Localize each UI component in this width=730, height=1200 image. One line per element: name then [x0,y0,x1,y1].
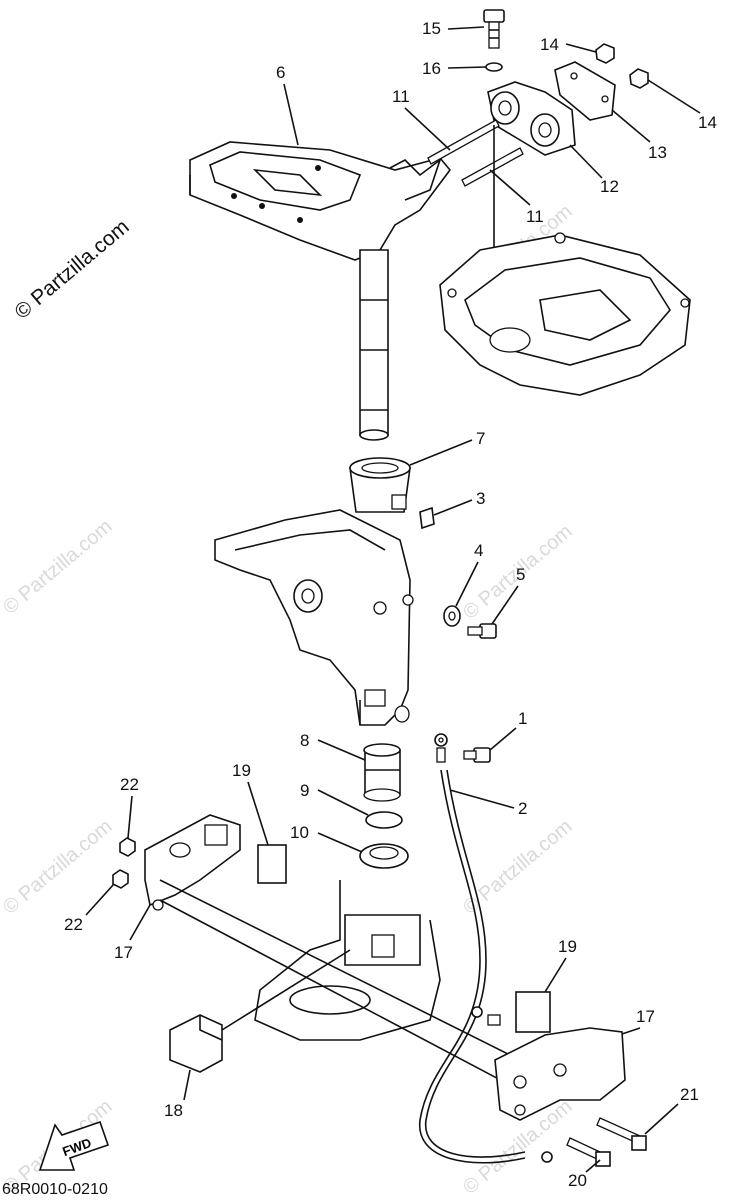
callout-12: 12 [600,177,619,196]
pad-part19-left [257,844,287,884]
bolt-part1 [463,747,491,763]
nut-part22-upper [119,837,136,857]
seal-part10 [359,843,409,869]
collar-part4 [443,605,461,627]
callout-7: 7 [476,429,485,448]
swivel-bracket [214,509,414,726]
bolt-part5 [467,623,497,639]
bolt-part20 [566,1137,611,1167]
lower-casing [254,880,441,1041]
callout-19a: 19 [232,761,251,780]
callout-8: 8 [300,731,309,750]
callout-22b: 22 [64,915,83,934]
watermark-text: © Partzilla.com [0,815,116,918]
callout-6: 6 [276,63,285,82]
callout-18: 18 [164,1101,183,1120]
pad-part19-right [515,991,551,1033]
clamp-part17-right [494,1027,626,1121]
callout-16: 16 [422,59,441,78]
callout-9: 9 [300,781,309,800]
steering-bracket-part6 [189,141,452,441]
diagram-code: 68R0010-0210 [2,1181,108,1198]
bolt-part21 [596,1117,647,1151]
plate-part3 [419,506,435,530]
upper-casing [439,232,691,396]
callout-17b: 17 [636,1007,655,1026]
clamp-part17-left [144,814,241,911]
callout-22a: 22 [120,775,139,794]
watermark-text: © Partzilla.com [459,815,576,918]
upper-mount-group [427,9,649,330]
callout-20: 20 [568,1171,587,1190]
callout-11b: 11 [526,207,544,226]
callout-10: 10 [290,823,309,842]
bushing-part7 [349,457,411,513]
callout-17a: 17 [114,943,133,962]
callout-13: 13 [648,143,667,162]
bushing-part8 [363,743,401,802]
callout-5: 5 [516,565,525,584]
callouts-group: 15 16 14 14 13 12 11 11 6 7 3 4 5 1 2 8 … [64,19,717,1190]
ground-wire-part2 [419,733,526,1164]
nut-part22-lower [112,869,129,889]
callout-14a: 14 [540,35,559,54]
block-part18 [169,1014,223,1073]
callout-3: 3 [476,489,485,508]
callout-21: 21 [680,1085,699,1104]
callout-11a: 11 [392,87,410,106]
ground-terminal [471,1006,553,1163]
callout-19b: 19 [558,937,577,956]
callout-2: 2 [518,799,527,818]
o-ring-part9 [365,811,403,829]
watermark-main: © Partzilla.com [10,215,133,324]
watermark-text: © Partzilla.com [0,515,116,618]
callout-1: 1 [518,709,527,728]
callout-4: 4 [474,541,483,560]
callout-15: 15 [422,19,441,38]
callout-14b: 14 [698,113,717,132]
